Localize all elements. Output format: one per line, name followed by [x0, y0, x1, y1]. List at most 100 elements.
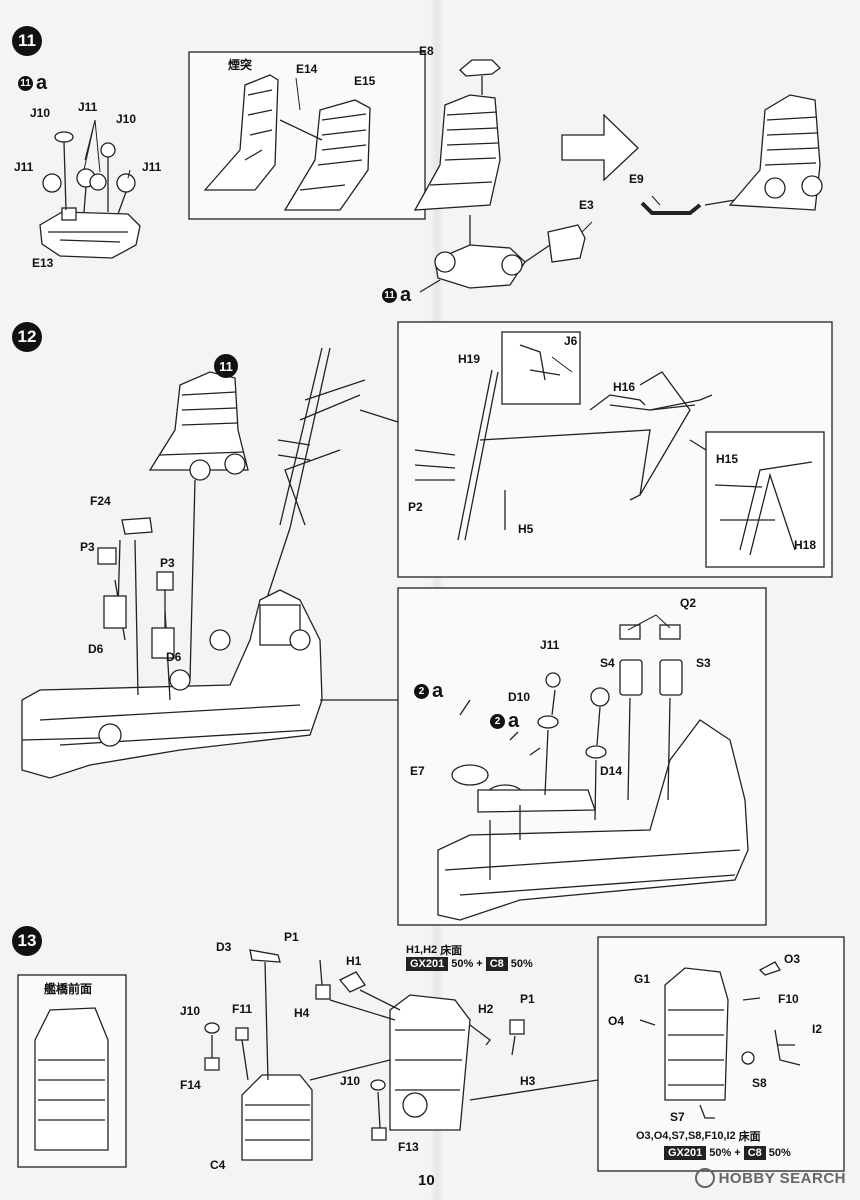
paint-plus: + [476, 958, 483, 970]
part-label-d14: D14 [600, 764, 623, 778]
part-label-h4: H4 [294, 1006, 310, 1020]
part-label-j10: J10 [30, 106, 51, 120]
part-label-j11: J11 [14, 160, 34, 174]
part-label-e9: E9 [629, 172, 644, 186]
watermark: HOBBY SEARCH [694, 1168, 846, 1188]
bridge-front-box-title: 艦橋前面 [44, 982, 93, 996]
paint-chip-gx201: GX201 [406, 957, 449, 971]
sub-step-2a-letter: a [508, 710, 520, 732]
paint-ratio: 50% [768, 1147, 791, 1159]
part-label-e13: E13 [32, 256, 54, 270]
sub-step-2a-reference: 2 a [490, 710, 519, 733]
part-label-j10: J10 [340, 1074, 361, 1088]
sub-step-2a-reference: 2 a [414, 680, 443, 703]
part-label-j6: J6 [564, 334, 578, 348]
result-arrow [561, 113, 639, 182]
part-label-p1: P1 [284, 930, 299, 944]
part-label-p3: P3 [80, 540, 95, 554]
hobby-search-logo-icon [694, 1168, 715, 1188]
bridge-block-lower [241, 1074, 313, 1161]
e15-funnel-half [283, 99, 371, 211]
part-label-o4: O4 [608, 1014, 625, 1028]
sub-step-11a-letter: a [36, 72, 48, 94]
paint-ratio: 50% [709, 1147, 732, 1159]
sub-step-2a-number: 2 [414, 684, 429, 699]
paint-mix-bridge-parts: GX201 50% + C8 50% [664, 1146, 791, 1160]
hull-detail [437, 719, 749, 921]
part-label-d10: D10 [508, 690, 531, 704]
part-label-f13: F13 [398, 1140, 419, 1154]
part-label-c4: C4 [210, 1158, 226, 1172]
part-label-j11: J11 [540, 638, 560, 652]
part-label-d6: D6 [88, 642, 104, 656]
paint-plus: + [734, 1147, 741, 1159]
part-label-s8: S8 [752, 1076, 767, 1090]
e13-deck-part [39, 211, 141, 259]
part-label-h18: H18 [794, 538, 817, 552]
sub-step-11a-reference: 11 a [382, 284, 411, 307]
part-label-q2: Q2 [680, 596, 697, 610]
part-label-e8: E8 [419, 44, 434, 58]
part-label-f14: F14 [180, 1078, 201, 1092]
paint-note-surface: 床面 [738, 1131, 761, 1143]
part-label-h1: H1 [346, 954, 362, 968]
paint-note-bridge-parts: O3,O4,S7,S8,F10,I2 床面 [636, 1128, 761, 1144]
part-label-h16: H16 [613, 380, 636, 394]
part-label-h19: H19 [458, 352, 481, 366]
part-label-h15: H15 [716, 452, 739, 466]
paint-note-parts: O3,O4,S7,S8,F10,I2 [636, 1130, 736, 1142]
page-number: 10 [418, 1172, 435, 1189]
paint-note-h1-h2: H1,H2 床面 [406, 942, 462, 958]
paint-mix-h1-h2: GX201 50% + C8 50% [406, 957, 533, 971]
paint-chip-c8: C8 [485, 957, 508, 971]
step-number-11: 11 [12, 26, 42, 56]
part-label-e14: E14 [296, 62, 318, 76]
paint-note-parts: H1,H2 [406, 944, 438, 956]
part-label-d3: D3 [216, 940, 232, 954]
paint-ratio: 50% [451, 958, 474, 970]
part-label-j10: J10 [180, 1004, 201, 1018]
part-label-h5: H5 [518, 522, 534, 536]
part-label-f24: F24 [90, 494, 111, 508]
part-label-e7: E7 [410, 764, 425, 778]
part-label-e3: E3 [579, 198, 594, 212]
part-label-h3: H3 [520, 1074, 536, 1088]
paint-ratio: 50% [510, 958, 533, 970]
part-label-f10: F10 [778, 992, 799, 1006]
part-label-j11: J11 [78, 100, 98, 114]
step-number-12: 12 [12, 322, 42, 352]
sub-step-11a-reference-number: 11 [382, 288, 397, 303]
part-label-j11: J11 [142, 160, 162, 174]
part-label-d6: D6 [166, 650, 182, 664]
part-label-s7: S7 [670, 1110, 685, 1124]
step-11-reference: 11 [214, 354, 238, 378]
hull-superstructure [21, 589, 323, 779]
paint-chip-c8: C8 [743, 1146, 766, 1160]
sub-step-2a-letter: a [432, 680, 444, 702]
sub-step-11a: 11 a [18, 72, 47, 95]
part-label-i2: I2 [812, 1022, 823, 1036]
part-label-e15: E15 [354, 74, 376, 88]
funnel-box-title: 煙突 [228, 58, 253, 72]
e14-funnel-half [203, 74, 279, 191]
part-label-p1: P1 [520, 992, 535, 1006]
part-label-f11: F11 [232, 1002, 253, 1016]
paint-chip-gx201: GX201 [664, 1146, 707, 1160]
step-number-13: 13 [12, 926, 42, 956]
part-label-p3: P3 [160, 556, 175, 570]
part-label-j10: J10 [116, 112, 137, 126]
paint-note-surface: 床面 [440, 945, 463, 957]
sub-step-11a-number: 11 [18, 76, 33, 91]
bridge-block-upper [389, 994, 471, 1131]
sub-step-11a-reference-letter: a [400, 284, 412, 306]
funnel-assembled [413, 94, 501, 211]
part-label-s4: S4 [600, 656, 615, 670]
part-label-o3: O3 [784, 952, 801, 966]
part-label-p2: P2 [408, 500, 423, 514]
part-label-g1: G1 [634, 972, 651, 986]
watermark-text: HOBBY SEARCH [718, 1169, 846, 1187]
part-label-s3: S3 [696, 656, 711, 670]
part-label-h2: H2 [478, 1002, 494, 1016]
sub-step-2a-number: 2 [490, 714, 505, 729]
